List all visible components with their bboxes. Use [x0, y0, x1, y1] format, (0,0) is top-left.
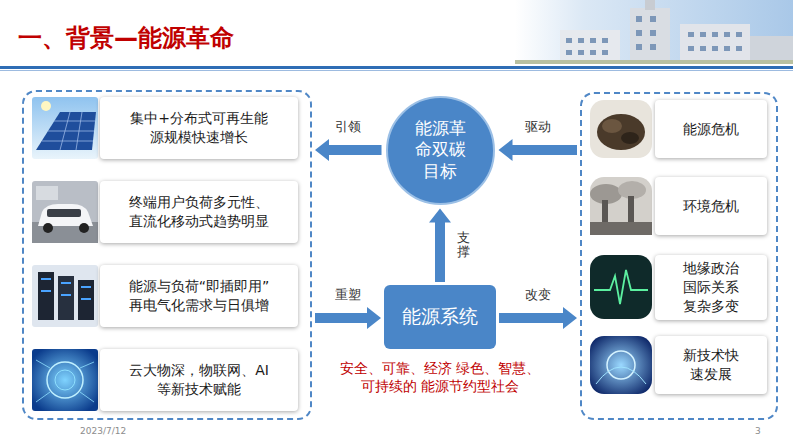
system-box: 能源系统 — [384, 285, 496, 349]
slide-title: 一、背景—能源革命 — [18, 22, 234, 54]
card-text: 能源与负荷“即插即用” 再电气化需求与日俱增 — [110, 277, 288, 315]
arrow-label: 改变 — [524, 288, 552, 302]
heartbeat-picture — [590, 255, 652, 319]
card-text: 环境危机 — [683, 197, 739, 216]
driver-card: 地缘政治 国际关系 复杂多变 — [655, 255, 767, 320]
driver-card: 新技术快 速发展 — [655, 336, 767, 394]
card-text: 新技术快 速发展 — [671, 346, 751, 384]
solar-photo — [32, 97, 98, 159]
ev-photo — [32, 181, 98, 243]
card-text: 终端用户负荷多元性、 直流化移动式趋势明显 — [110, 193, 288, 231]
driver-panel: 能源危机环境危机地缘政治 国际关系 复杂多变新技术快 速发展 — [580, 92, 778, 420]
server-photo — [32, 265, 98, 327]
circle-shape — [387, 97, 494, 204]
factor-card: 终端用户负荷多元性、 直流化移动式趋势明显 — [100, 181, 298, 243]
block-arrow — [315, 307, 381, 329]
arrow-label: 重塑 — [334, 288, 362, 302]
goal-circle: 能源革 命双碳 目标 — [385, 95, 496, 206]
ai-picture — [32, 349, 98, 411]
factor-panel: 集中+分布式可再生能 源规模快速增长终端用户负荷多元性、 直流化移动式趋势明显能… — [22, 90, 312, 420]
date-label: 2023/7/12 — [80, 426, 126, 438]
factor-card: 集中+分布式可再生能 源规模快速增长 — [100, 97, 298, 159]
technology-picture — [590, 336, 652, 394]
header-rule — [0, 66, 793, 69]
card-text: 能源危机 — [683, 120, 739, 139]
factor-card: 云大物深，物联网、AI 等新技术赋能 — [100, 349, 298, 411]
card-text: 集中+分布式可再生能 源规模快速增长 — [110, 109, 288, 147]
block-arrow — [499, 139, 578, 161]
card-text: 地缘政治 国际关系 复杂多变 — [671, 259, 751, 316]
page-number: 3 — [755, 426, 761, 438]
coal-photo — [590, 100, 652, 158]
goal-text: 能源革 命双碳 目标 — [404, 118, 476, 182]
header-rule-thin — [0, 70, 793, 71]
factor-card: 能源与负荷“即插即用” 再电气化需求与日俱增 — [100, 265, 298, 327]
arrow-label: 驱动 — [524, 120, 552, 134]
system-text: 能源系统 — [402, 304, 478, 330]
building-photo — [515, 0, 793, 64]
card-text: 云大物深，物联网、AI 等新技术赋能 — [110, 361, 288, 399]
arrow-label: 支撑 — [456, 231, 471, 260]
block-arrow — [429, 209, 451, 283]
driver-card: 能源危机 — [655, 100, 767, 158]
arrow-label: 引领 — [334, 120, 362, 134]
block-arrow — [315, 139, 382, 161]
pollution-photo — [590, 177, 652, 235]
driver-card: 环境危机 — [655, 177, 767, 235]
system-goal-text: 安全、可靠、经济 绿色、智慧、可持续的 能源节约型社会 — [325, 359, 555, 395]
block-arrow — [499, 307, 577, 329]
